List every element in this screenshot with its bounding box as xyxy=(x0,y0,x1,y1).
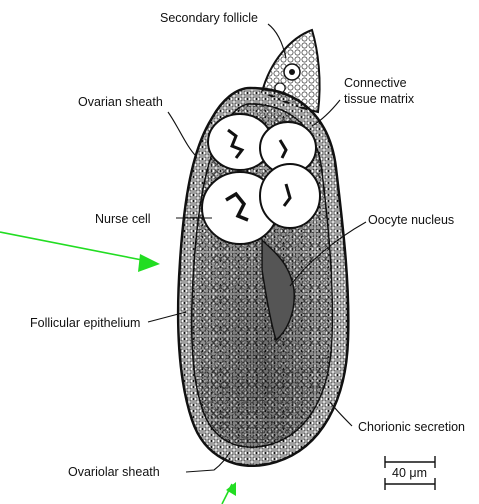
label-ovarian-sheath: Ovarian sheath xyxy=(78,95,163,109)
label-connective-tissue-1: Connective xyxy=(344,76,407,90)
label-chorionic-secretion: Chorionic secretion xyxy=(358,420,465,434)
annotation-arrow-bottom xyxy=(222,482,236,504)
label-follicular-epithelium: Follicular epithelium xyxy=(30,316,140,330)
label-ovariolar-sheath: Ovariolar sheath xyxy=(68,465,160,479)
scale-bar: 40 μm xyxy=(385,456,435,490)
label-oocyte-nucleus: Oocyte nucleus xyxy=(368,213,454,227)
nurse-cells-drawing xyxy=(202,114,320,244)
label-connective-tissue-2: tissue matrix xyxy=(344,92,415,106)
annotation-arrow-left xyxy=(0,232,160,272)
label-secondary-follicle: Secondary follicle xyxy=(160,11,258,25)
scale-bar-label: 40 μm xyxy=(392,466,427,480)
label-nurse-cell: Nurse cell xyxy=(95,212,151,226)
